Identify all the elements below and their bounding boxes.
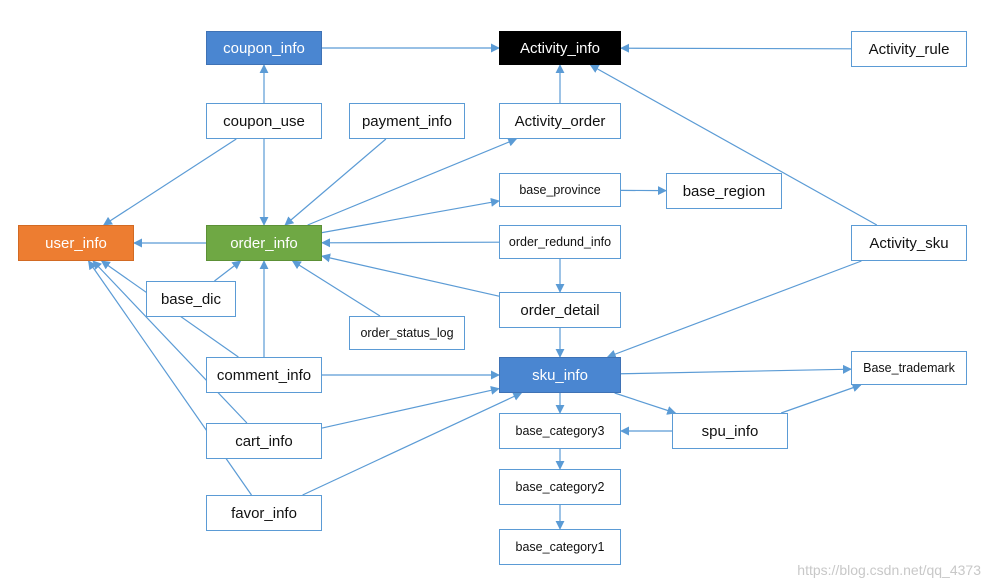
edge-order_info-to-base_province — [321, 197, 500, 234]
node-base-province: base_province — [499, 173, 621, 207]
node-base-category3: base_category3 — [499, 413, 621, 449]
edge-cart_info-to-user_info — [92, 260, 248, 424]
node-base-category2: base_category2 — [499, 469, 621, 505]
node-order-detail: order_detail — [499, 292, 621, 328]
edge-cart_info-to-sku_info — [321, 385, 500, 429]
node-base-trademark: Base_trademark — [851, 351, 967, 385]
node-favor-info: favor_info — [206, 495, 322, 531]
node-sku-info: sku_info — [499, 357, 621, 393]
watermark-text: https://blog.csdn.net/qq_4373 — [797, 562, 981, 578]
edge-spu_info-to-base_trademark — [780, 383, 862, 414]
node-comment-info: comment_info — [206, 357, 322, 393]
edge-activity_rule-to-activity_info — [620, 43, 852, 53]
node-coupon-use: coupon_use — [206, 103, 322, 139]
edge-activity_sku-to-activity_info — [589, 64, 878, 226]
node-base-category1: base_category1 — [499, 529, 621, 565]
node-order-redund-info: order_redund_info — [499, 225, 621, 259]
edge-order_redund_info-to-order_info — [321, 238, 500, 248]
edge-order_detail-to-order_info — [321, 253, 500, 297]
edge-activity_sku-to-sku_info — [606, 260, 862, 359]
node-payment-info: payment_info — [349, 103, 465, 139]
node-order-status-log: order_status_log — [349, 316, 465, 350]
node-activity-info: Activity_info — [499, 31, 621, 65]
edge-order_status_log-to-order_info — [291, 260, 381, 317]
node-spu-info: spu_info — [672, 413, 788, 449]
node-base-dic: base_dic — [146, 281, 236, 317]
node-activity-sku: Activity_sku — [851, 225, 967, 261]
node-cart-info: cart_info — [206, 423, 322, 459]
edge-sku_info-to-spu_info — [614, 392, 677, 415]
node-coupon-info: coupon_info — [206, 31, 322, 65]
edge-order_info-to-activity_order — [307, 137, 518, 226]
edge-favor_info-to-sku_info — [302, 392, 523, 496]
node-activity-rule: Activity_rule — [851, 31, 967, 67]
edge-coupon_use-to-user_info — [102, 138, 237, 226]
edge-payment_info-to-order_info — [284, 138, 387, 226]
node-order-info: order_info — [206, 225, 322, 261]
node-user-info: user_info — [18, 225, 134, 261]
edge-base_dic-to-order_info — [214, 260, 242, 282]
node-base-region: base_region — [666, 173, 782, 209]
edge-sku_info-to-base_trademark — [620, 364, 852, 375]
node-activity-order: Activity_order — [499, 103, 621, 139]
